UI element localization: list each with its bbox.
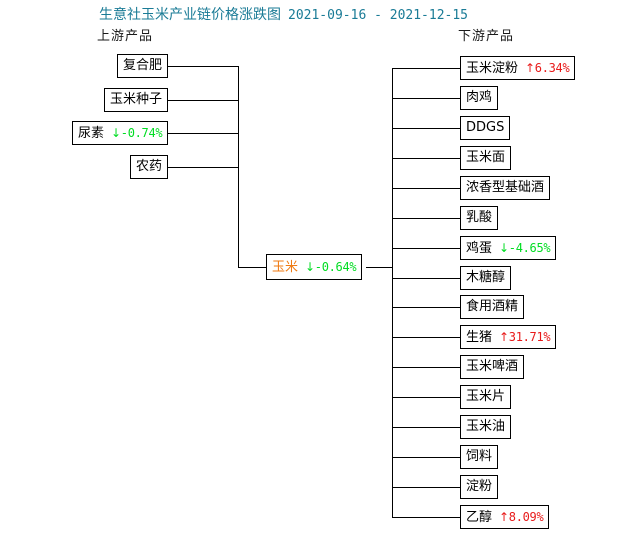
downstream-node-6[interactable]: 乳酸 [460,206,499,230]
downstream-node-label: 饲料 [466,449,493,464]
upstream-node-label: 复合肥 [123,58,163,73]
up-arrow-icon: ↑ [499,510,509,524]
connector-line-horizontal [238,267,266,268]
connector-line-horizontal [168,167,238,168]
connector-line-horizontal [168,100,238,101]
connector-line-horizontal [392,278,460,279]
up-arrow-icon: ↑ [499,330,509,344]
downstream-node-4[interactable]: 玉米面 [460,146,512,170]
connector-line-horizontal [392,128,460,129]
downstream-node-15[interactable]: 淀粉 [460,475,499,499]
downstream-node-change: ↓-4.65% [499,241,551,255]
connector-line-horizontal [392,218,460,219]
downstream-node-14[interactable]: 饲料 [460,445,499,469]
downstream-column-header: 下游产品 [458,29,515,44]
connector-line-vertical [392,68,393,517]
upstream-node-change-value: -0.74% [120,126,163,140]
downstream-node-label: 鸡蛋 [466,241,493,256]
downstream-node-label: 乙醇 [466,510,493,525]
page-title-date-range: 2021-09-16 - 2021-12-15 [288,8,469,23]
connector-line-horizontal [168,66,238,67]
center-node-label: 玉米 [272,260,299,275]
upstream-column-header: 上游产品 [97,29,154,44]
downstream-node-9[interactable]: 食用酒精 [460,295,525,319]
center-node-change: ↓-0.64% [305,260,357,274]
upstream-node-label: 农药 [136,159,163,174]
connector-line-horizontal [392,158,460,159]
connector-line-horizontal [366,267,392,268]
page-title-text: 生意社玉米产业链价格涨跌图 [99,7,281,23]
connector-line-horizontal [392,487,460,488]
connector-line-horizontal [392,98,460,99]
downstream-node-5[interactable]: 浓香型基础酒 [460,176,551,200]
downstream-node-change-value: 31.71% [508,330,551,344]
down-arrow-icon: ↓ [111,126,121,140]
downstream-node-label: 肉鸡 [466,90,493,105]
downstream-node-label: 玉米油 [466,419,506,434]
connector-line-horizontal [392,457,460,458]
up-arrow-icon: ↑ [525,61,535,75]
connector-line-horizontal [392,188,460,189]
downstream-node-label: 玉米淀粉 [466,61,519,76]
downstream-node-change: ↑8.09% [499,510,544,524]
connector-line-horizontal [168,133,238,134]
connector-line-horizontal [392,307,460,308]
downstream-node-label: 乳酸 [466,210,493,225]
downstream-node-label: 浓香型基础酒 [466,180,545,195]
connector-line-vertical [238,66,239,267]
down-arrow-icon: ↓ [499,241,509,255]
connector-line-horizontal [392,367,460,368]
downstream-node-3[interactable]: DDGS [460,116,511,140]
downstream-node-1[interactable]: 玉米淀粉 ↑6.34% [460,56,576,80]
upstream-node-change: ↓-0.74% [111,126,163,140]
connector-line-horizontal [392,397,460,398]
downstream-node-12[interactable]: 玉米片 [460,385,512,409]
downstream-node-label: 玉米面 [466,150,506,165]
center-node-corn[interactable]: 玉米 ↓-0.64% [266,254,363,280]
downstream-node-change-value: -4.65% [508,241,551,255]
downstream-node-label: 玉米啤酒 [466,359,519,374]
downstream-node-label: 淀粉 [466,479,493,494]
downstream-node-16[interactable]: 乙醇 ↑8.09% [460,505,550,529]
upstream-node-4[interactable]: 农药 [130,155,169,179]
downstream-node-7[interactable]: 鸡蛋 ↓-4.65% [460,236,557,260]
downstream-node-change: ↑31.71% [499,330,551,344]
downstream-node-change: ↑6.34% [525,61,570,75]
downstream-node-change-value: 6.34% [534,61,570,75]
upstream-node-2[interactable]: 玉米种子 [104,88,169,112]
downstream-node-label: DDGS [466,120,505,135]
upstream-node-label: 尿素 [78,126,105,141]
downstream-node-11[interactable]: 玉米啤酒 [460,355,525,379]
connector-line-horizontal [392,427,460,428]
upstream-node-label: 玉米种子 [110,92,163,107]
upstream-node-3[interactable]: 尿素 ↓-0.74% [72,121,169,145]
downstream-node-label: 食用酒精 [466,299,519,314]
upstream-node-1[interactable]: 复合肥 [117,54,169,78]
connector-line-horizontal [392,337,460,338]
downstream-node-2[interactable]: 肉鸡 [460,86,499,110]
downstream-node-10[interactable]: 生猪 ↑31.71% [460,325,557,349]
downstream-node-change-value: 8.09% [508,510,544,524]
downstream-node-13[interactable]: 玉米油 [460,415,512,439]
downstream-node-8[interactable]: 木糖醇 [460,266,512,290]
downstream-node-label: 玉米片 [466,389,506,404]
page-title: 生意社玉米产业链价格涨跌图 2021-09-16 - 2021-12-15 [99,7,468,24]
downstream-node-label: 生猪 [466,330,493,345]
connector-line-horizontal [392,248,460,249]
connector-line-horizontal [392,517,460,518]
connector-line-horizontal [392,68,460,69]
downstream-node-label: 木糖醇 [466,270,506,285]
